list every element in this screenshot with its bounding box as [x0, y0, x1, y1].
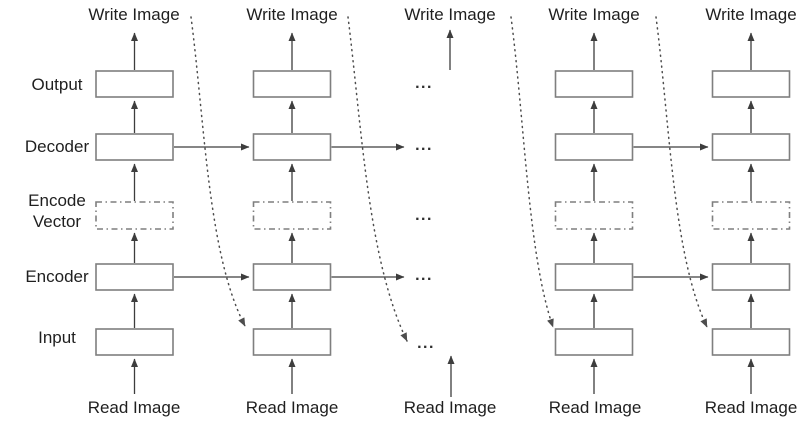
column-4-graphics	[554, 70, 634, 356]
column-3-arrows	[446, 29, 455, 397]
decoder-box-col4	[554, 133, 634, 161]
decoder-box-col5	[711, 133, 791, 161]
output-box-col1	[95, 70, 174, 98]
ellipsis-input-row: ...	[417, 335, 435, 352]
row-label-output: Output	[31, 75, 83, 94]
row-label-encode-vector-line1: Encode	[28, 191, 86, 210]
input-box-col1	[95, 328, 174, 356]
encode-vector-box-col4	[554, 201, 634, 230]
encoder-box-col4	[554, 263, 634, 291]
output-box-col4	[554, 70, 634, 98]
input-box-col4	[554, 328, 634, 356]
ellipsis-encoder-row: ...	[415, 267, 433, 284]
column-5-graphics	[711, 70, 791, 356]
dotted-feedback-arrows	[190, 16, 708, 342]
dotted-arrow-write1-to-input2	[190, 16, 246, 327]
input-box-col2	[252, 328, 332, 356]
encode-vector-box-col1	[95, 201, 174, 230]
recurrent-arrows	[174, 143, 709, 281]
row-label-input: Input	[38, 328, 76, 347]
read-image-label-col1: Read Image	[87, 398, 181, 417]
output-box-col2	[252, 70, 332, 98]
ellipsis-decoder-row: ...	[415, 137, 433, 154]
row-label-encode-vector-line2: Vector	[32, 212, 82, 231]
ellipsis-encode-vector-row: ...	[415, 207, 433, 224]
write-image-label-col3: Write Image	[404, 5, 496, 24]
decoder-box-col2	[252, 133, 332, 161]
input-box-col5	[711, 328, 791, 356]
write-image-label-col1: Write Image	[88, 5, 180, 24]
dotted-arrow-write4-to-input5	[655, 16, 708, 328]
write-image-label-col5: Write Image	[705, 5, 797, 24]
dotted-arrow-write2-to-dots	[347, 16, 408, 342]
write-image-label-col2: Write Image	[246, 5, 338, 24]
write-image-label-col4: Write Image	[548, 5, 640, 24]
encoder-box-col5	[711, 263, 791, 291]
read-image-label-col3: Read Image	[403, 398, 497, 417]
row-label-encoder: Encoder	[25, 267, 89, 286]
column-2-graphics	[252, 70, 332, 356]
output-box-col5	[711, 70, 791, 98]
read-image-label-col4: Read Image	[548, 398, 642, 417]
encoder-box-col1	[95, 263, 174, 291]
row-label-decoder: Decoder	[24, 137, 90, 156]
read-image-label-col2: Read Image	[245, 398, 339, 417]
dotted-arrow-write3-to-input4	[510, 16, 554, 328]
encode-vector-box-col5	[711, 201, 791, 230]
read-image-label-col5: Read Image	[704, 398, 798, 417]
column-1-graphics	[95, 70, 174, 356]
encoder-box-col2	[252, 263, 332, 291]
decoder-box-col1	[95, 133, 174, 161]
ellipsis-output-row: ...	[415, 75, 433, 92]
encode-vector-box-col2	[252, 201, 332, 230]
